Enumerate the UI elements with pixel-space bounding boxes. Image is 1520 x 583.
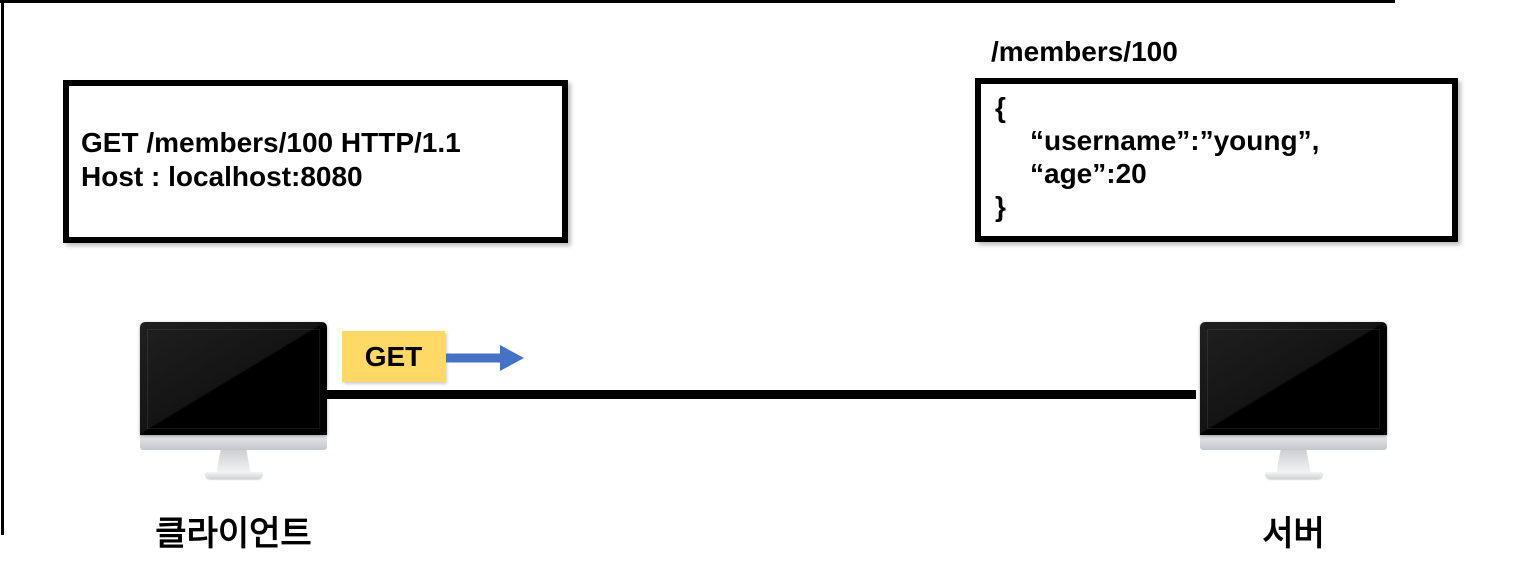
http-response-box: { “username”:”young”, “age”:20 } [975,78,1458,242]
monitor-screen-inner [147,329,320,429]
monitor-chin [1200,435,1387,450]
monitor-stand-base [204,472,263,479]
client-monitor-icon [140,322,327,479]
request-line-method: GET /members/100 HTTP/1.1 [81,126,461,158]
monitor-stand-neck [1276,450,1311,472]
get-method-badge: GET [342,331,445,382]
monitor-screen-inner [1207,329,1380,429]
client-server-connection-line [327,390,1196,399]
monitor-stand-base [1264,472,1323,479]
monitor-chin [140,435,327,450]
response-line-close-brace: } [995,191,1006,222]
frame-left-border [1,0,4,535]
response-line-username: “username”:”young”, [1030,125,1320,156]
monitor-screen [140,322,327,435]
response-path-label: /members/100 [991,36,1178,67]
monitor-stand-neck [216,450,251,472]
request-line-host: Host : localhost:8080 [81,160,363,192]
monitor-screen [1200,322,1387,435]
server-monitor-icon [1200,322,1387,479]
response-line-age: “age”:20 [1030,158,1147,189]
frame-top-border [0,0,1395,3]
arrow-right-icon [446,345,524,371]
response-line-open-brace: { [995,92,1006,123]
client-label: 클라이언트 [155,515,312,553]
http-request-box: GET /members/100 HTTP/1.1 Host : localho… [63,80,568,243]
server-label: 서버 [1262,515,1325,553]
